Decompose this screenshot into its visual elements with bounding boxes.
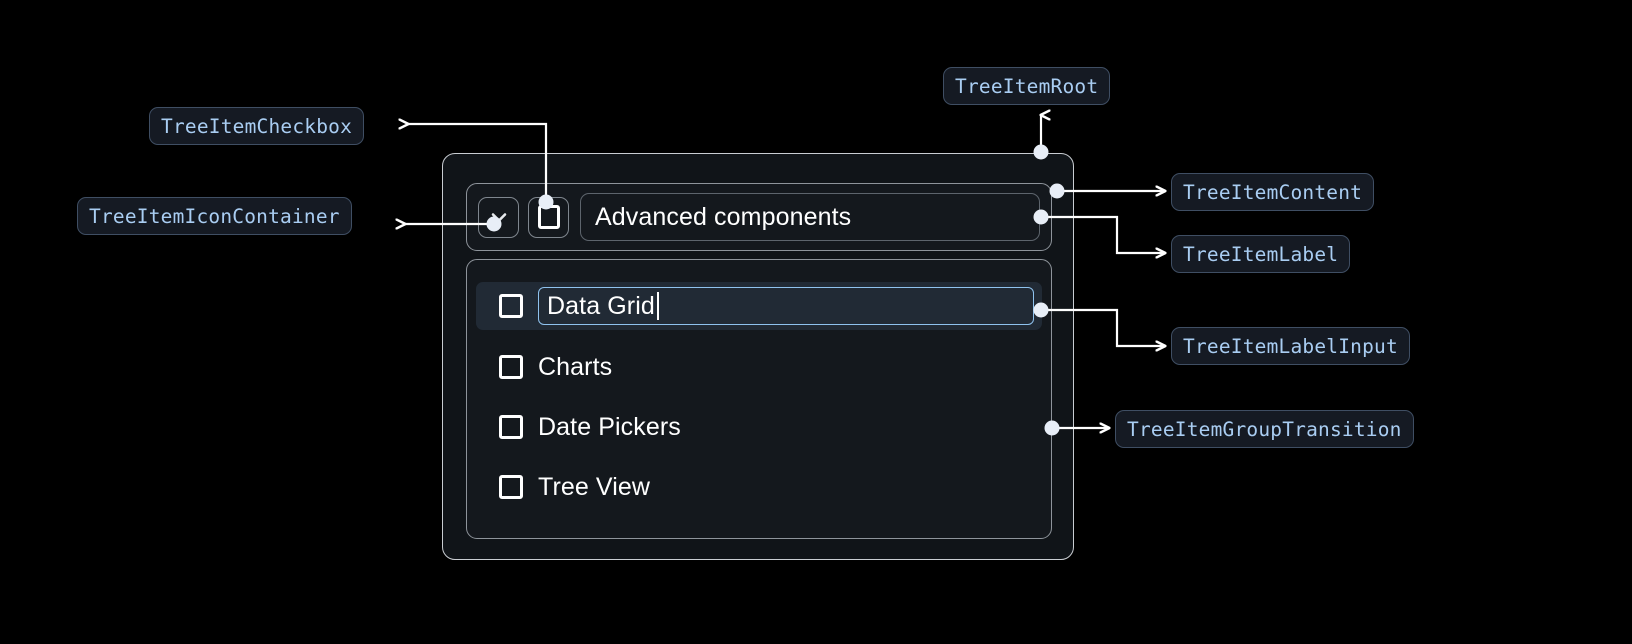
tree-item-label-input[interactable]: Data Grid bbox=[538, 287, 1034, 325]
tree-item-row-date-pickers[interactable]: Date Pickers bbox=[467, 404, 1051, 450]
tree-item-label-text: Advanced components bbox=[595, 202, 852, 231]
tree-item-label-charts: Charts bbox=[538, 352, 613, 381]
annotation-label-tree-item-group-transition: TreeItemGroupTransition bbox=[1115, 410, 1414, 448]
tree-item-icon-container[interactable] bbox=[478, 196, 519, 238]
tree-item-label-date-pickers: Date Pickers bbox=[538, 412, 681, 441]
tree-item-row-tree-view[interactable]: Tree View bbox=[467, 464, 1051, 510]
tree-item-root[interactable]: Advanced components Data Grid Charts bbox=[442, 153, 1074, 560]
tree-item-content[interactable]: Advanced components bbox=[466, 183, 1052, 251]
tree-item-checkbox[interactable] bbox=[528, 196, 569, 238]
annotation-label-tree-item-root: TreeItemRoot bbox=[943, 67, 1111, 105]
annotation-label-tree-item-label-input: TreeItemLabelInput bbox=[1171, 327, 1410, 365]
annotation-label-tree-item-content: TreeItemContent bbox=[1171, 173, 1375, 211]
annotation-label-tree-item-icon-container: TreeItemIconContainer bbox=[77, 197, 352, 235]
tree-item-checkbox-data-grid[interactable] bbox=[499, 294, 523, 318]
tree-item-row-charts[interactable]: Charts bbox=[467, 344, 1051, 390]
tree-item-checkbox-charts[interactable] bbox=[499, 355, 523, 379]
tree-item-checkbox-date-pickers[interactable] bbox=[499, 415, 523, 439]
tree-item-label[interactable]: Advanced components bbox=[580, 193, 1040, 241]
tree-item-label-input-value: Data Grid bbox=[547, 291, 655, 320]
checkbox-unchecked-icon bbox=[537, 205, 560, 229]
tree-item-label-tree-view: Tree View bbox=[538, 472, 651, 501]
tree-item-group-list: Data Grid Charts Date Pickers bbox=[467, 282, 1051, 510]
tree-item-group-transition: Data Grid Charts Date Pickers bbox=[466, 259, 1052, 539]
annotation-label-tree-item-label: TreeItemLabel bbox=[1171, 235, 1351, 273]
tree-item-row-data-grid[interactable]: Data Grid bbox=[476, 282, 1042, 330]
tree-item-checkbox-tree-view[interactable] bbox=[499, 475, 523, 499]
chevron-down-icon bbox=[486, 204, 512, 230]
text-caret bbox=[656, 292, 659, 320]
annotation-label-tree-item-checkbox: TreeItemCheckbox bbox=[149, 107, 365, 145]
